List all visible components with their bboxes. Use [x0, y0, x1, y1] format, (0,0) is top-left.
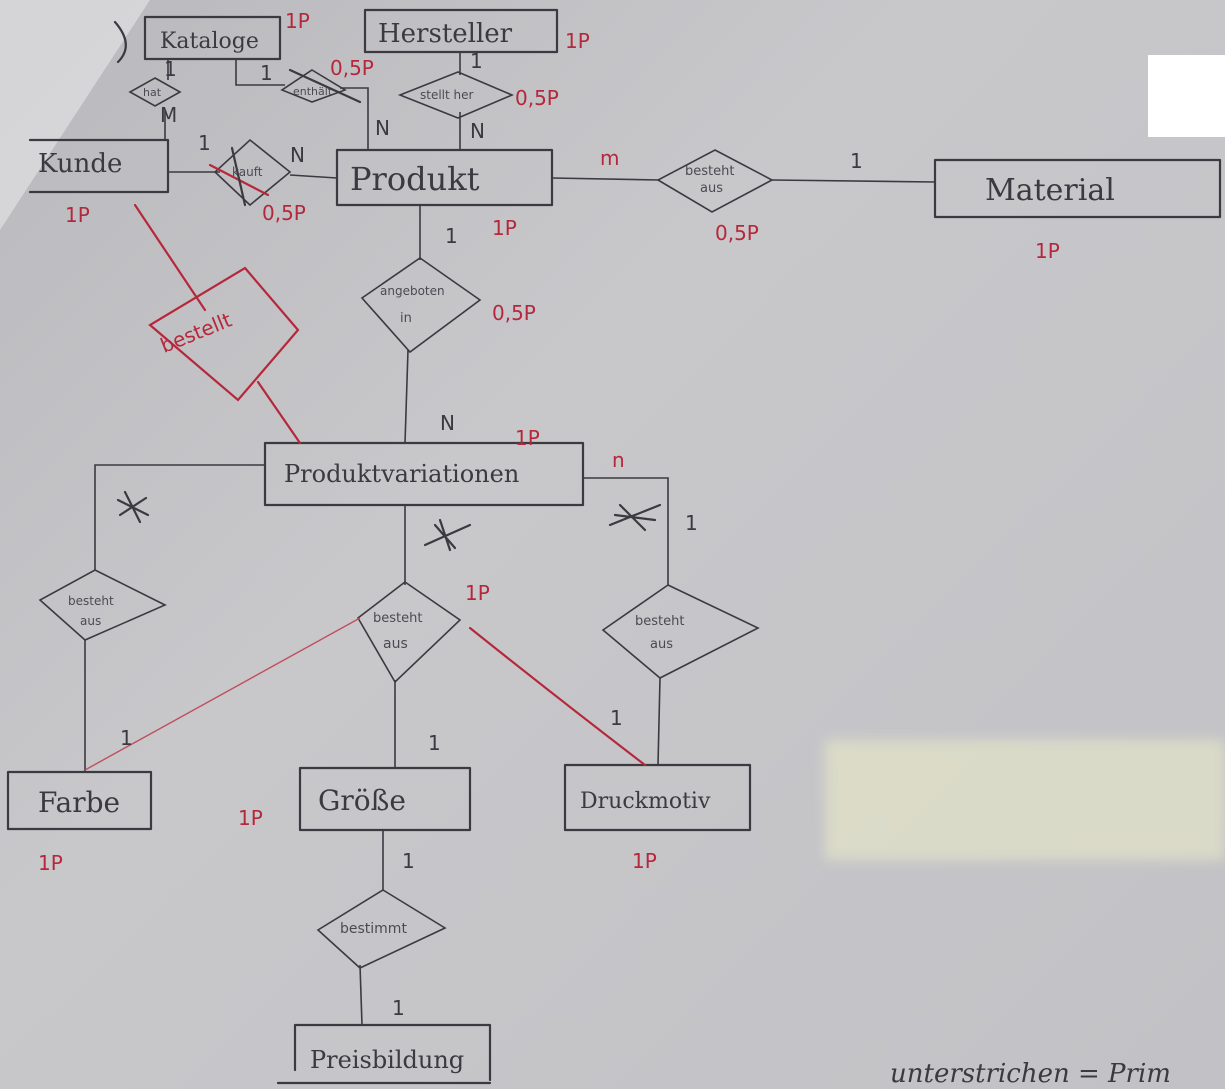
entity-kunde: Kunde: [28, 138, 170, 194]
point-annotations: 1P 1P 0,5P 0,5P 1P 0,5P 1P 0,5P 1P 0,5P …: [38, 9, 1060, 875]
rel-kunde-produkt: kauft: [213, 138, 292, 207]
card-kunde-1: 1: [198, 131, 211, 155]
entity-kataloge: Kataloge: [143, 15, 282, 61]
red-bestellt-relationship: bestellt: [133, 203, 302, 445]
card-preis-1: 1: [392, 996, 405, 1020]
card-farbe-1: 1: [120, 726, 133, 750]
entity-druckmotiv-label: Druckmotiv: [580, 789, 711, 814]
card-produkt-n-kauft: N: [290, 143, 305, 167]
rel-kunde-produkt-label: kauft: [232, 165, 263, 179]
rel-pv-druckmotiv-label-1: besteht: [635, 614, 684, 629]
red-farbe-link: [84, 617, 361, 771]
red-bestellt-label: bestellt: [157, 308, 235, 358]
highlighter-mark: [825, 740, 1225, 860]
points-druckmotiv: 1P: [632, 849, 657, 873]
rel-kataloge-produkt: enthält: [280, 69, 347, 103]
points-groesse-rel: 1P: [465, 581, 490, 605]
rel-hersteller-produkt-label: stellt her: [420, 88, 474, 102]
rel-pv-farbe: besteht aus: [38, 569, 167, 641]
card-kunde-rel-m: M: [160, 103, 177, 127]
entity-farbe: Farbe: [6, 770, 153, 831]
footer-note: unterstrichen = Prim: [890, 1059, 1171, 1089]
points-kauft: 0,5P: [262, 201, 306, 225]
entity-material: Material: [933, 158, 1222, 219]
card-hersteller-a: 1: [470, 49, 483, 73]
points-kunde: 1P: [65, 203, 90, 227]
card-pv-n-right: n: [612, 448, 625, 472]
rel-produkt-produktvariationen: angeboten in: [360, 257, 482, 354]
entity-hersteller-label: Hersteller: [378, 19, 513, 49]
cardinalities: 1 1 M 1 N N 1 N m 1 1 N n 1 1 1 1 1 1: [120, 49, 863, 1020]
points-angeboten: 0,5P: [492, 301, 536, 325]
rel-pv-groesse: besteht aus: [356, 581, 462, 684]
rel-pv-groesse-label-1: besteht: [373, 611, 422, 626]
red-druckmotiv-link: [468, 626, 647, 767]
card-groesse-1: 1: [428, 731, 441, 755]
points-hersteller: 1P: [565, 29, 590, 53]
rel-kataloge-produkt-label: enthält: [293, 85, 333, 98]
rel-produkt-material-label-2: aus: [700, 181, 723, 196]
rel-pv-farbe-label-1: besteht: [68, 594, 114, 608]
strike-marks: [116, 68, 662, 552]
card-druckmotiv-1: 1: [610, 706, 623, 730]
points-pv: 1P: [515, 426, 540, 450]
rel-hersteller-produkt: stellt her: [397, 71, 515, 119]
entity-material-label: Material: [985, 173, 1115, 208]
card-produkt-n-right: N: [470, 119, 485, 143]
entity-produkt: Produkt: [335, 148, 554, 207]
entity-produktvariationen: Produktvariationen: [263, 441, 585, 507]
card-kataloge-a: 1: [164, 57, 177, 81]
card-pv-n: N: [440, 411, 455, 435]
rel-kataloge-kunde-label: hat: [143, 86, 162, 99]
entity-preisbildung-label: Preisbildung: [310, 1046, 464, 1074]
card-material-1: 1: [850, 149, 863, 173]
entity-druckmotiv: Druckmotiv: [563, 763, 752, 832]
rel-groesse-preisbildung: bestimmt: [316, 889, 447, 969]
entity-groesse: Größe: [298, 766, 472, 832]
rel-produkt-pv-label-2: in: [400, 311, 412, 326]
curve-mark: [113, 20, 127, 64]
points-farbe: 1P: [38, 851, 63, 875]
points-kunde-kataloge: 0,5P: [330, 56, 374, 80]
card-kataloge-b: 1: [260, 61, 273, 85]
points-produkt: 1P: [492, 216, 517, 240]
entity-produktvariationen-label: Produktvariationen: [284, 460, 519, 488]
card-produkt-n-left: N: [375, 116, 390, 140]
entity-kataloge-label: Kataloge: [160, 29, 259, 54]
card-pv-1-right: 1: [685, 511, 698, 535]
points-hersteller-rel: 0,5P: [515, 86, 559, 110]
points-material: 1P: [1035, 239, 1060, 263]
points-kataloge: 1P: [285, 9, 310, 33]
points-groesse: 1P: [238, 806, 263, 830]
entity-produkt-label: Produkt: [350, 160, 480, 198]
rel-produkt-material-label-1: besteht: [685, 164, 734, 179]
card-groesse-1-down: 1: [402, 849, 415, 873]
rel-pv-farbe-label-2: aus: [80, 614, 101, 628]
rel-groesse-preis-label: bestimmt: [340, 921, 407, 937]
entity-hersteller: Hersteller: [363, 8, 559, 54]
rel-pv-druckmotiv: besteht aus: [601, 584, 760, 679]
rel-pv-druckmotiv-label-2: aus: [650, 637, 673, 652]
entity-kunde-label: Kunde: [38, 149, 122, 179]
entity-preisbildung: Preisbildung: [276, 1023, 492, 1085]
rel-pv-groesse-label-2: aus: [383, 636, 408, 652]
rel-kataloge-kunde: hat: [128, 77, 182, 107]
card-produkt-1-down: 1: [445, 224, 458, 248]
entity-groesse-label: Größe: [318, 784, 406, 817]
connection-lines: [84, 52, 936, 1026]
points-material-rel: 0,5P: [715, 221, 759, 245]
rel-produkt-material: besteht aus: [656, 149, 774, 213]
rel-produkt-pv-label-1: angeboten: [380, 284, 445, 298]
white-cover-rectangle: [1148, 55, 1225, 137]
entity-farbe-label: Farbe: [38, 786, 120, 819]
card-produkt-m: m: [600, 146, 619, 170]
